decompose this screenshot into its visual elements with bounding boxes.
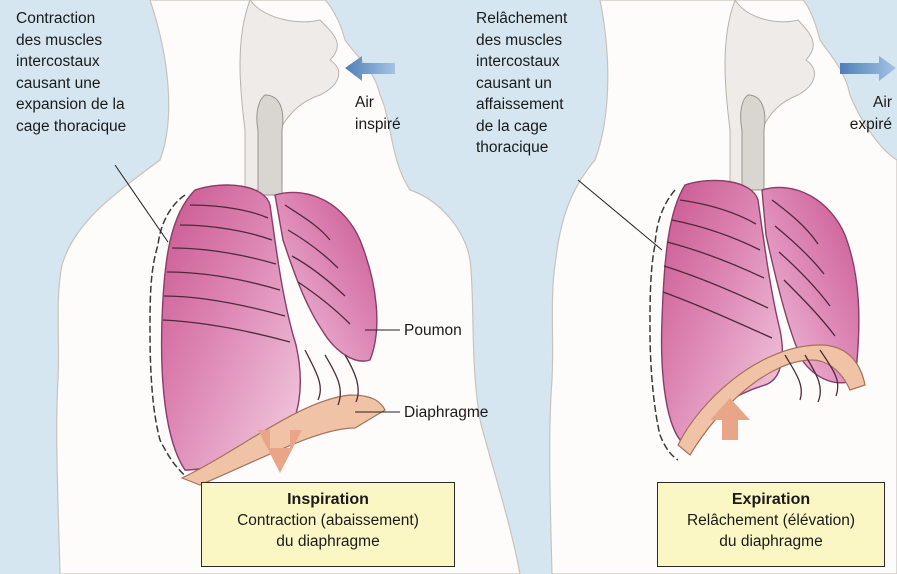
caption-inspiration-text: Contraction (abaissement) du diaphragme (202, 510, 454, 552)
caption-expiration-text: Relâchement (élévation) du diaphragme (658, 510, 884, 552)
caption-expiration-title: Expiration (658, 489, 884, 510)
caption-expiration: Expiration Relâchement (élévation) du di… (657, 482, 885, 567)
caption-inspiration-title: Inspiration (202, 489, 454, 510)
trachea-right (741, 95, 765, 190)
air-out-arrow (840, 56, 896, 81)
lung-label: Poumon (404, 320, 462, 342)
air-expired-label: Air expiré (838, 92, 892, 135)
annotation-relaxation: Relâchement des muscles intercostaux cau… (476, 8, 567, 159)
diaphragm-label: Diaphragme (404, 402, 488, 424)
trachea-left (257, 95, 283, 195)
caption-inspiration: Inspiration Contraction (abaissement) du… (201, 482, 455, 567)
annotation-contraction: Contraction des muscles intercostaux cau… (16, 8, 126, 137)
air-inspired-label: Air inspiré (355, 92, 401, 135)
